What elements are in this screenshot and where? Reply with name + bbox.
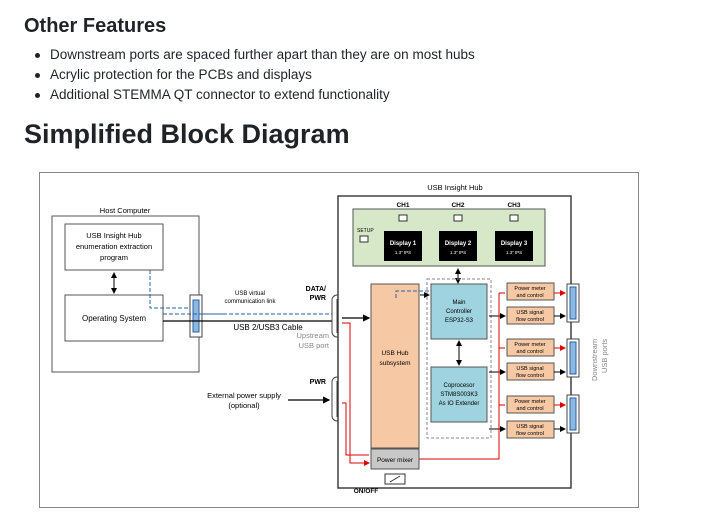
channel-3-group: Power meter and control USB signal flow … [506, 394, 580, 439]
sf1-label-2: flow control [516, 317, 544, 323]
downstream-label-1: Downstream [590, 339, 599, 381]
usb-plug-inner [192, 299, 200, 333]
enum-label-1: USB Insight Hub [86, 231, 141, 240]
usb-hub-subsystem-box [370, 283, 420, 449]
main-label-2: Controller [446, 309, 472, 315]
co-label-2: STM8S003K3 [440, 392, 478, 398]
features-list: Downstream ports are spaced further apar… [32, 45, 475, 105]
data-pwr-label-2: PWR [310, 295, 326, 302]
upstream-label-1: Upstream [296, 331, 329, 340]
pm3-label-1: Power meter [514, 399, 545, 405]
coprocessor-box [430, 366, 488, 423]
ch1-label: CH1 [396, 202, 409, 209]
block-diagram-figure: Host Computer USB Insight Hub enumeratio… [39, 172, 639, 508]
power-mixer-label: Power mixer [377, 457, 414, 464]
ext-power-label-2: (optional) [228, 401, 260, 410]
sf3-label-1: USB signal [516, 424, 543, 430]
controllers-frame [426, 278, 492, 439]
display-2-label: Display 2 [445, 241, 472, 247]
hub-title: USB Insight Hub [427, 183, 482, 192]
sf2-label-2: flow control [516, 373, 544, 379]
display-3-sub: 1.3" IPS [506, 250, 522, 255]
display-2 [439, 231, 477, 261]
pm3-label-2: and control [516, 406, 543, 412]
ch3-label: CH3 [507, 202, 520, 209]
list-item: Downstream ports are spaced further apar… [32, 45, 475, 65]
power-mixer-box [370, 448, 420, 470]
sf1-label-1: USB signal [516, 310, 543, 316]
main-label-1: Main [452, 300, 465, 306]
operating-system-box [64, 294, 164, 342]
onoff-label: ON/OFF [354, 488, 379, 495]
enum-label-3: program [100, 253, 128, 262]
display-1 [384, 231, 422, 261]
virtual-link-line-right [395, 290, 429, 298]
main-controller-box [430, 283, 488, 340]
usb-virtual-label-1: USB virtual [235, 291, 265, 297]
block-diagram-svg: Host Computer USB Insight Hub enumeratio… [51, 183, 609, 495]
ch2-button-icon [453, 214, 463, 222]
pm2-label-2: and control [516, 349, 543, 355]
display-2-sub: 1.3" IPS [450, 250, 466, 255]
ch3-button-icon [509, 214, 519, 222]
power-meter-1 [506, 282, 555, 301]
list-item: Additional STEMMA QT connector to extend… [32, 85, 475, 105]
control-lines [489, 313, 566, 432]
upstream-label-2: USB port [299, 341, 330, 350]
section-heading-other-features: Other Features [24, 15, 167, 37]
os-label: Operating System [82, 314, 146, 323]
pwr-label: PWR [310, 379, 326, 386]
setup-button-icon [359, 235, 369, 243]
usb-virtual-label-2: communication link [224, 299, 276, 305]
sf2-label-1: USB signal [516, 366, 543, 372]
display-3 [495, 231, 533, 261]
display-3-label: Display 3 [501, 241, 528, 247]
channel-1-group: Power meter and control USB signal flow … [506, 282, 580, 325]
ch1-button-icon [398, 214, 408, 222]
host-computer-title: Host Computer [100, 206, 151, 215]
section-heading-block-diagram: Simplified Block Diagram [24, 119, 350, 149]
downstream-port-1-inner [569, 286, 577, 320]
list-item: Acrylic protection for the PCBs and disp… [32, 65, 475, 85]
display-1-label: Display 1 [390, 241, 417, 247]
main-label-3: ESP32-S3 [445, 318, 474, 324]
display-1-sub: 1.3" IPS [395, 250, 411, 255]
downstream-label-2: USB ports [600, 339, 609, 373]
enum-label-2: enumeration extraction [76, 242, 152, 251]
ext-power-label-1: External power supply [207, 391, 281, 400]
pm2-label-1: Power meter [514, 342, 545, 348]
pm1-label-1: Power meter [514, 286, 545, 292]
data-pwr-label-1: DATA/ [306, 286, 326, 293]
co-label-3: As IO Extender [439, 401, 480, 407]
cable-label: USB 2/USB3 Cable [233, 323, 303, 332]
onoff-switch-lever [389, 475, 401, 483]
setup-label: SETUP [357, 228, 374, 234]
pm1-label-2: and control [516, 293, 543, 299]
usb-hub-label-1: USB Hub [381, 350, 408, 357]
ch2-label: CH2 [451, 202, 464, 209]
sf3-label-2: flow control [516, 431, 544, 437]
downstream-port-3-inner [569, 397, 577, 431]
downstream-port-2-inner [569, 341, 577, 375]
usb-hub-label-2: subsystem [379, 360, 410, 367]
co-label-1: Coprocesor [443, 383, 474, 389]
power-lines [342, 290, 566, 466]
enumeration-program-box [64, 223, 164, 271]
